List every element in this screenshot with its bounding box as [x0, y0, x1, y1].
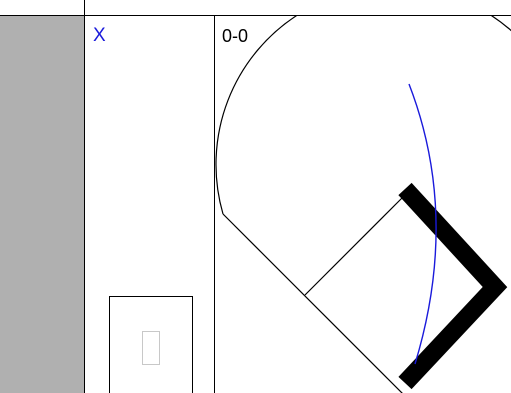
close-button[interactable]: X — [93, 25, 106, 47]
card-panel: X — [84, 16, 215, 393]
ballfield-diagram — [215, 16, 511, 393]
side-panel — [0, 16, 84, 393]
card-placeholder-icon — [142, 331, 160, 365]
ballfield-panel: 0-0 — [215, 16, 511, 393]
card-slot[interactable] — [109, 296, 193, 393]
infield-line — [305, 196, 404, 295]
top-bar — [0, 0, 511, 16]
outfield-fence — [216, 16, 511, 214]
foul-line-left — [223, 214, 405, 393]
top-bar-divider — [84, 0, 85, 16]
